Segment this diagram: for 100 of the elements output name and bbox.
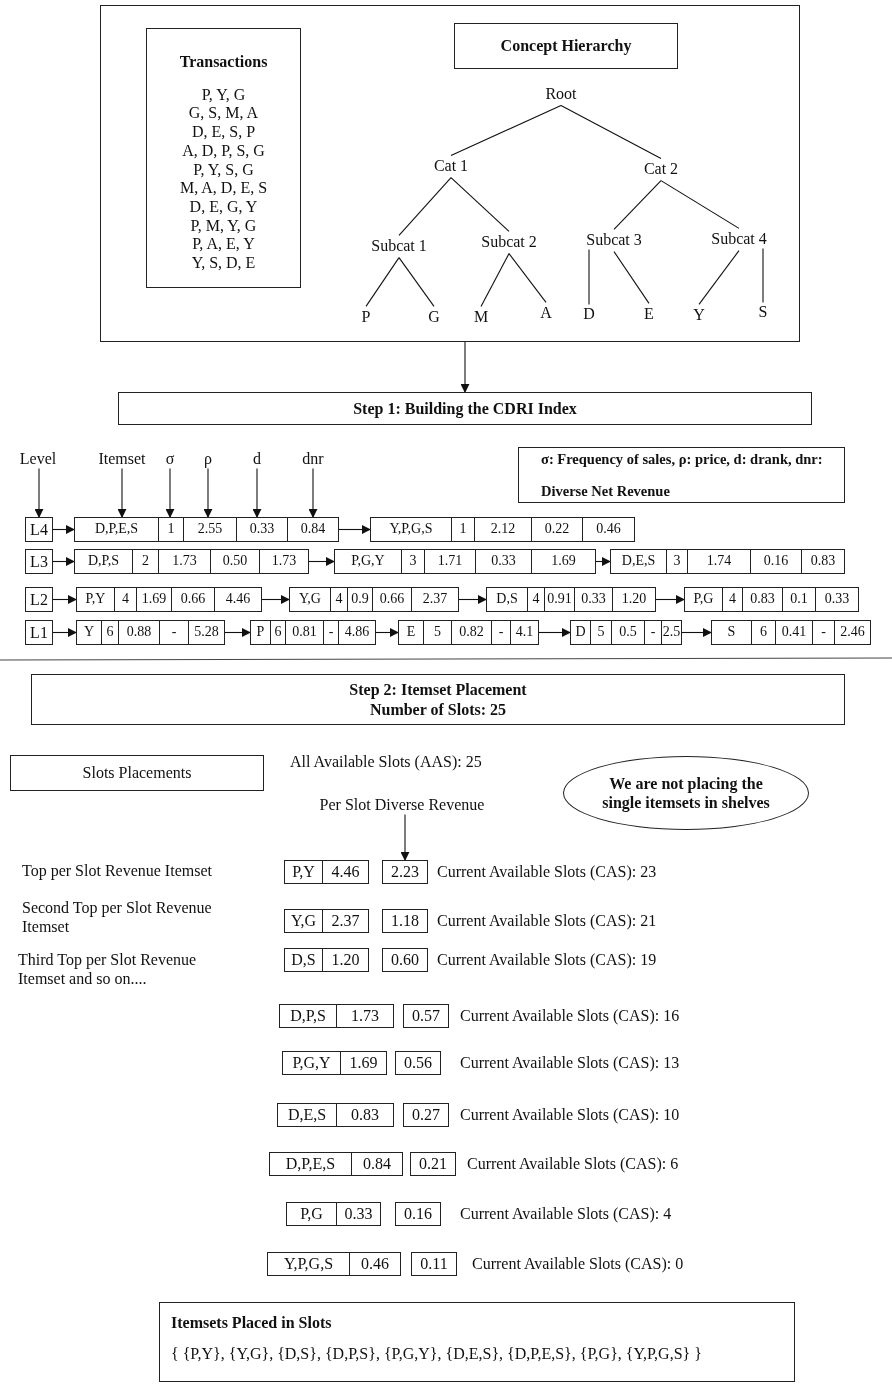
value-cell: 1 xyxy=(158,518,183,541)
arrow xyxy=(681,628,712,637)
value-cell: 0.33 xyxy=(815,588,858,611)
value-cell: 0.9 xyxy=(347,588,372,611)
value-cell-text: E xyxy=(405,623,417,642)
value-cell: 0.50 xyxy=(210,550,259,573)
index-record xyxy=(334,549,596,574)
value-cell: 6 xyxy=(101,621,118,644)
value-cell: 0.91 xyxy=(544,588,574,611)
value-cell: 0.88 xyxy=(118,621,159,644)
value-cell: 1.73 xyxy=(336,1005,393,1027)
value-cell: 0.41 xyxy=(775,621,812,644)
column-header: Itemset xyxy=(98,449,146,469)
value-cell: - xyxy=(491,621,510,644)
transaction-line: Y, S, D, E xyxy=(191,254,256,273)
arrow xyxy=(460,341,470,393)
value-cell: 0.33 xyxy=(336,1203,380,1225)
arrow xyxy=(458,595,487,604)
value-cell: 0.81 xyxy=(285,621,323,644)
value-cell: 5.28 xyxy=(188,621,224,644)
slot-count-text: Current Available Slots (CAS): 10 xyxy=(460,1105,680,1125)
value-cell: 2.55 xyxy=(183,518,236,541)
column-header: Level xyxy=(19,449,57,469)
tree-label: Subcat 2 xyxy=(481,232,537,252)
value-cell: 2.37 xyxy=(322,910,368,932)
value-cell-text: D,P,S xyxy=(289,1006,327,1027)
value-cell: 4 xyxy=(114,588,136,611)
index-record xyxy=(289,587,459,612)
arrow xyxy=(308,468,318,518)
revenue-box: 0.11 xyxy=(411,1252,457,1276)
value-cell-text: Y,G xyxy=(298,590,322,609)
tree-line xyxy=(613,180,662,230)
value-cell: 1.73 xyxy=(259,550,308,573)
value-cell: 4 xyxy=(722,588,742,611)
transaction-line: P, Y, G xyxy=(201,85,246,105)
value-cell: 0.66 xyxy=(171,588,214,611)
revenue-box: 1.18 xyxy=(382,909,428,933)
value-cell: 3 xyxy=(666,550,687,573)
index-record xyxy=(370,517,635,542)
itemset-record xyxy=(277,1103,394,1127)
index-record xyxy=(76,587,262,612)
index-record xyxy=(398,620,539,645)
value-cell: - xyxy=(323,621,338,644)
itemset-record xyxy=(284,909,369,933)
slot-count-text: Number of Slots: 25 xyxy=(369,699,507,719)
slot-count-text: Current Available Slots (CAS): 0 xyxy=(472,1254,684,1274)
tree-line xyxy=(480,253,510,307)
value-cell-text: S xyxy=(726,623,737,642)
itemset-record xyxy=(279,1004,394,1028)
row-label: Third Top per Slot Revenue Itemset and so on.... xyxy=(18,950,198,989)
value-cell: 1 xyxy=(451,518,474,541)
slot-count-text: Current Available Slots (CAS): 23 xyxy=(437,862,657,882)
tree-label: S xyxy=(758,302,768,322)
itemset-record xyxy=(284,948,369,972)
tree-label: G xyxy=(428,307,440,327)
value-cell: 0.46 xyxy=(349,1253,400,1275)
tree-line xyxy=(398,177,452,236)
value-cell: 4 xyxy=(330,588,347,611)
column-header: σ xyxy=(165,449,175,469)
result-text: { {P,Y}, {Y,G}, {D,S}, {D,P,S}, {P,G,Y}, {D,E,S}, {D,P,E,S}, {P,G}, {Y,P,G,S} } xyxy=(171,1344,702,1364)
arrow xyxy=(261,595,290,604)
arrow xyxy=(338,525,371,534)
tree-line xyxy=(588,249,590,305)
index-record xyxy=(711,620,871,645)
value-cell: 5 xyxy=(590,621,611,644)
value-cell-text: P,G xyxy=(299,1204,324,1225)
value-cell: 0.83 xyxy=(801,550,844,573)
value-cell-text: D,E,S xyxy=(620,552,657,571)
slot-count-text: Current Available Slots (CAS): 6 xyxy=(467,1154,679,1174)
itemset-record xyxy=(282,1051,387,1075)
tree-label: P xyxy=(361,307,371,327)
revenue-box: 2.23 xyxy=(382,860,428,884)
value-cell-text: Y,G xyxy=(289,911,317,932)
transaction-line: M, A, D, E, S xyxy=(179,179,268,198)
value-cell-text: Y,P,G,S xyxy=(388,520,434,539)
value-cell: 6 xyxy=(270,621,285,644)
value-cell-text: P,G xyxy=(692,590,715,609)
tree-line xyxy=(613,251,650,304)
revenue-box: 0.27 xyxy=(403,1103,449,1127)
tree-line xyxy=(508,253,547,303)
revenue-box: 0.56 xyxy=(395,1051,441,1075)
step-title: Step 2: Itemset Placement xyxy=(349,680,527,700)
value-cell: 0.33 xyxy=(574,588,612,611)
value-cell: 1.71 xyxy=(424,550,475,573)
slot-count-text: Current Available Slots (CAS): 16 xyxy=(460,1006,680,1026)
value-cell: 6 xyxy=(751,621,775,644)
value-cell-text: P,G,Y xyxy=(291,1053,332,1074)
value-cell-text: P,Y xyxy=(84,590,107,609)
arrow xyxy=(595,557,611,566)
tree-label: Cat 1 xyxy=(433,156,469,176)
value-cell: 0.83 xyxy=(336,1104,393,1126)
level-box: L1 xyxy=(25,620,53,645)
value-cell: 2 xyxy=(132,550,158,573)
tree-label: Root xyxy=(545,84,577,104)
value-cell: 4.1 xyxy=(510,621,538,644)
arrow xyxy=(203,468,213,518)
section-box: Slots Placements xyxy=(10,755,264,791)
arrow xyxy=(165,468,175,518)
tree-line xyxy=(365,257,400,307)
transaction-line: A, D, P, S, G xyxy=(182,141,265,161)
